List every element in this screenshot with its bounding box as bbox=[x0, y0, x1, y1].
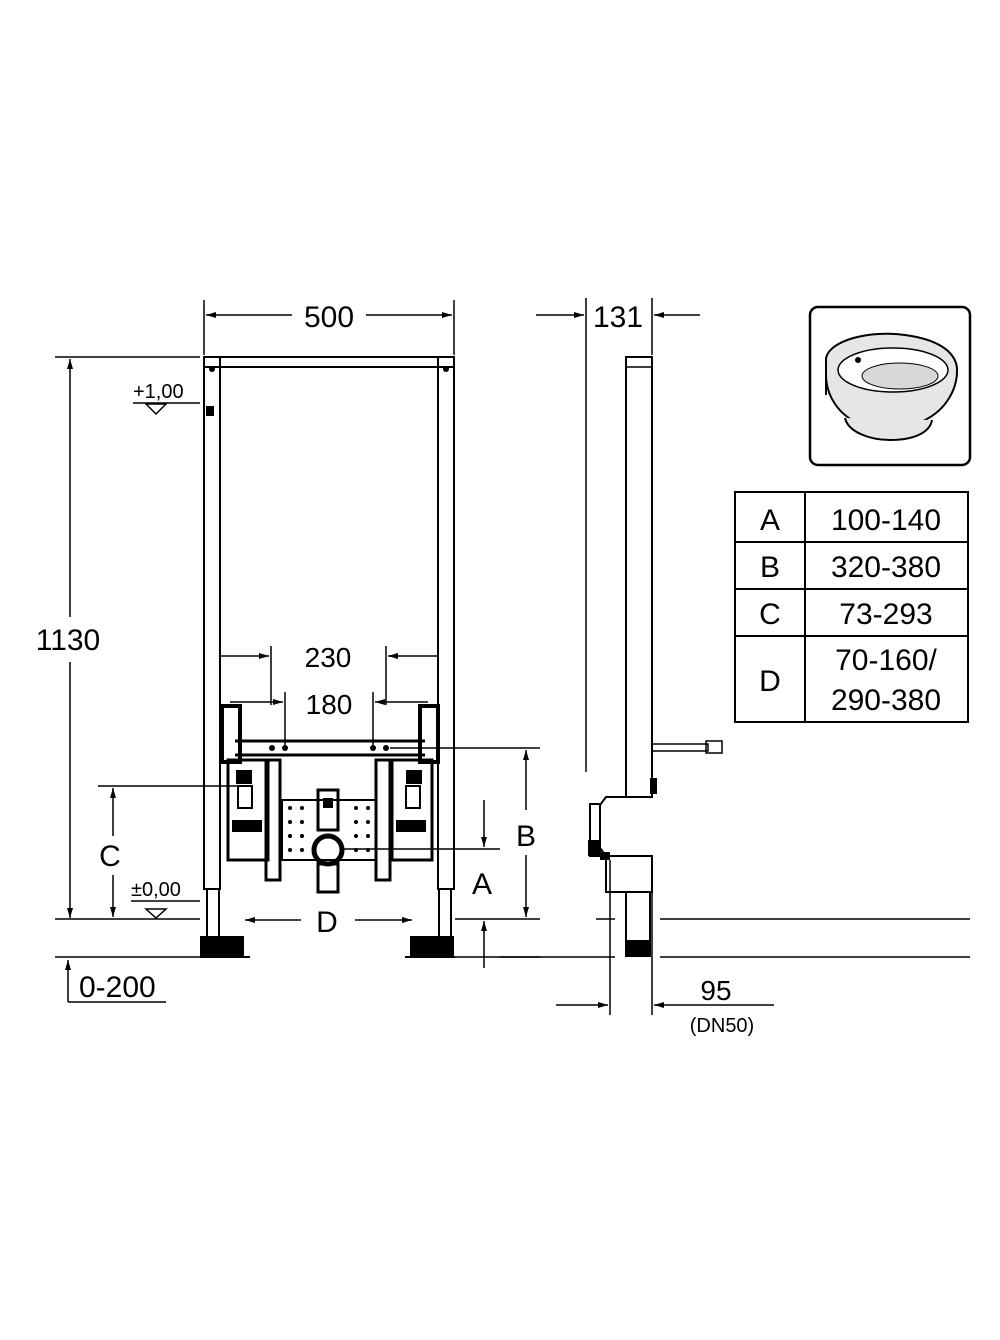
drain-size-label: (DN50) bbox=[690, 1015, 754, 1037]
dimension-table: A 100-140 B 320-380 C 73-293 D 70-160/ 2… bbox=[734, 491, 969, 723]
drain-value: 95 bbox=[700, 975, 731, 1006]
dimension-d: D bbox=[245, 906, 412, 939]
side-frame bbox=[588, 356, 723, 957]
level-zero-label: ±0,00 bbox=[131, 879, 181, 901]
dimension-c: C bbox=[98, 785, 248, 917]
height-value: 1130 bbox=[36, 624, 101, 657]
width-value: 500 bbox=[304, 301, 354, 334]
level-top-label: +1,00 bbox=[133, 381, 184, 403]
level-top-marker: +1,00 bbox=[133, 381, 200, 416]
adjust-value: 0-200 bbox=[79, 971, 156, 1004]
label-d: D bbox=[316, 906, 338, 939]
table-value-b: 320-380 bbox=[831, 551, 941, 584]
inner-pipe-value: 180 bbox=[306, 689, 353, 720]
table-key-a: A bbox=[760, 504, 780, 537]
width-dimension: 500 bbox=[203, 300, 455, 355]
frame bbox=[200, 356, 455, 958]
label-c: C bbox=[99, 840, 121, 873]
drain-dimension: 95 (DN50) bbox=[556, 860, 774, 1037]
label-a: A bbox=[472, 868, 492, 901]
depth-value: 131 bbox=[593, 301, 643, 334]
table-key-d: D bbox=[759, 665, 781, 698]
label-b: B bbox=[516, 820, 536, 853]
dimension-a: A bbox=[340, 800, 500, 968]
table-value-d-line1: 70-160/ bbox=[835, 644, 937, 677]
adjustment-dimension: 0-200 bbox=[65, 960, 166, 1004]
level-zero-marker: ±0,00 bbox=[131, 879, 200, 920]
bidet-pictogram bbox=[808, 305, 972, 467]
bidet-fittings bbox=[220, 704, 440, 894]
pipe-spacing-230: 230 bbox=[219, 642, 438, 705]
outer-pipe-value: 230 bbox=[305, 642, 352, 673]
height-dimension: 1130 bbox=[36, 356, 200, 918]
table-key-b: B bbox=[760, 551, 780, 584]
table-value-a: 100-140 bbox=[831, 504, 941, 537]
dimension-b: B bbox=[390, 747, 540, 917]
pipe-spacing-180: 180 bbox=[230, 689, 428, 745]
side-view: 131 95 (DN50) bbox=[500, 298, 970, 1037]
table-value-d-line2: 290-380 bbox=[831, 684, 941, 717]
table-value-c: 73-293 bbox=[839, 598, 932, 631]
table-key-c: C bbox=[759, 598, 781, 631]
depth-dimension: 131 bbox=[536, 298, 700, 772]
front-view: 500 1130 +1,00 230 18 bbox=[36, 300, 540, 1004]
